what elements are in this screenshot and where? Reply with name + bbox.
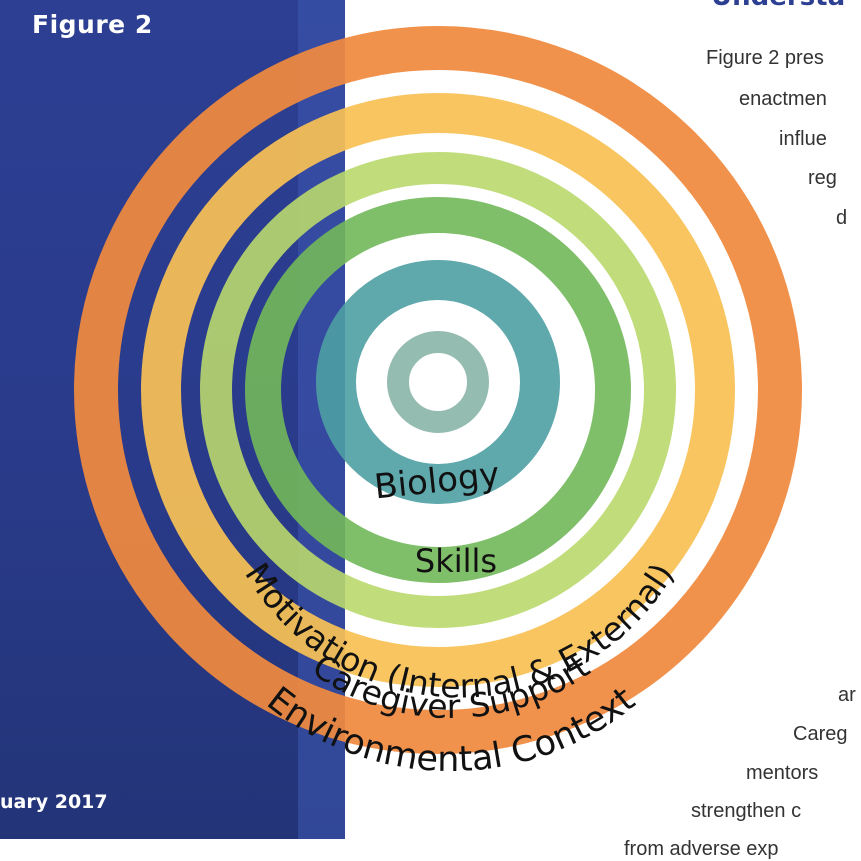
center-circle bbox=[387, 331, 489, 433]
paragraph-line: enactmen bbox=[739, 88, 827, 110]
paragraph-line: from adverse exp bbox=[624, 838, 779, 860]
paragraph-line: reg bbox=[808, 167, 837, 189]
ring-diagram: Biology Skills Motivation (Internal & Ex… bbox=[74, 26, 802, 780]
figure-label: Figure 2 bbox=[32, 10, 153, 39]
paragraph-line: Figure 2 pres bbox=[706, 47, 824, 69]
ring-environmental-context bbox=[74, 26, 802, 754]
section-heading: Understa bbox=[711, 0, 845, 12]
ring-biology bbox=[316, 260, 560, 504]
paragraph-line: mentors bbox=[746, 762, 819, 784]
paragraph-line: d bbox=[836, 207, 848, 229]
date-label: uary 2017 bbox=[0, 791, 108, 813]
paragraph-line: strengthen c bbox=[691, 800, 802, 822]
skills-label: Skills bbox=[415, 542, 497, 580]
paragraph-line: influe bbox=[779, 128, 827, 150]
ring-skills bbox=[245, 197, 631, 583]
paragraph-line: ar bbox=[838, 684, 856, 706]
ring-motivation bbox=[200, 152, 676, 628]
ring-caregiver-support bbox=[141, 93, 735, 687]
paragraph-line: Careg bbox=[793, 723, 848, 745]
